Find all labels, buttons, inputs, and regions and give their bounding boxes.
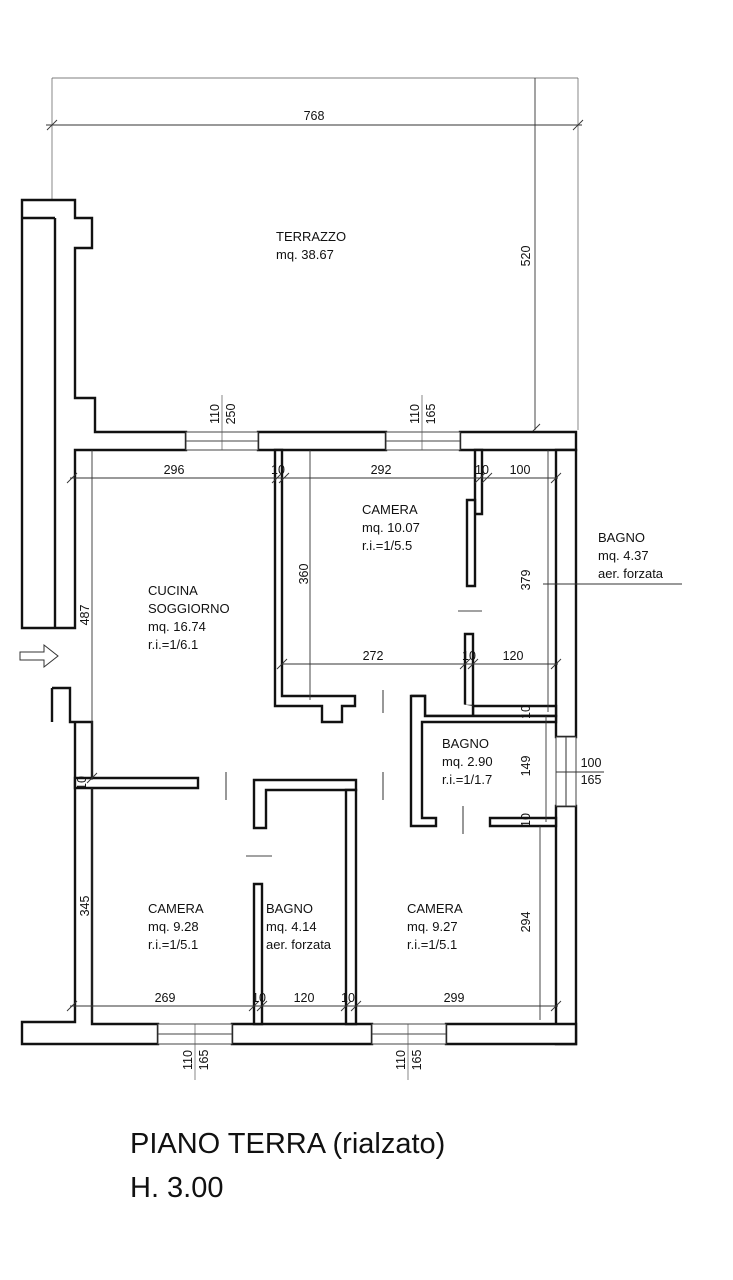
room-bagno-mid: BAGNO mq. 2.90 r.i.=1/1.7 xyxy=(442,736,493,787)
dim-10h: 10 xyxy=(75,776,89,790)
room-name: CAMERA xyxy=(407,901,463,916)
room-cucina-soggiorno: CUCINA SOGGIORNO mq. 16.74 r.i.=1/6.1 xyxy=(148,583,230,652)
dim-100b: 100 xyxy=(581,756,602,770)
dim-165a: 165 xyxy=(424,404,438,425)
room-camera-bottom-left: CAMERA mq. 9.28 r.i.=1/5.1 xyxy=(148,901,204,952)
room-camera-top: CAMERA mq. 10.07 r.i.=1/5.5 xyxy=(362,502,420,553)
dim-296: 296 xyxy=(164,463,185,477)
room-name: TERRAZZO xyxy=(276,229,346,244)
dim-294: 294 xyxy=(519,912,533,933)
room-area: mq. 38.67 xyxy=(276,247,334,262)
room-area: mq. 4.14 xyxy=(266,919,317,934)
room-name-2: SOGGIORNO xyxy=(148,601,230,616)
dim-269: 269 xyxy=(155,991,176,1005)
dim-120a: 120 xyxy=(503,649,524,663)
room-bagno-bottom: BAGNO mq. 4.14 aer. forzata xyxy=(266,901,332,952)
room-bagno-ext: BAGNO mq. 4.37 aer. forzata xyxy=(598,530,664,581)
plan-height: H. 3.00 xyxy=(130,1172,224,1204)
dim-110a: 110 xyxy=(208,404,222,424)
room-area: mq. 10.07 xyxy=(362,520,420,535)
room-ri: r.i.=1/6.1 xyxy=(148,637,198,652)
room-area: mq. 4.37 xyxy=(598,548,649,563)
room-area: mq. 9.28 xyxy=(148,919,199,934)
room-name: CUCINA xyxy=(148,583,198,598)
entrance-arrow-icon xyxy=(19,643,59,669)
dim-299: 299 xyxy=(444,991,465,1005)
dim-250: 250 xyxy=(224,404,238,425)
room-name: BAGNO xyxy=(266,901,313,916)
dim-487: 487 xyxy=(78,605,92,626)
room-area: mq. 9.27 xyxy=(407,919,458,934)
dim-10b: 10 xyxy=(475,463,489,477)
room-ri: r.i.=1/5.5 xyxy=(362,538,412,553)
dim-10e: 10 xyxy=(519,813,533,827)
room-ri: r.i.=1/1.7 xyxy=(442,772,492,787)
dim-110b: 110 xyxy=(408,404,422,424)
room-area: mq. 2.90 xyxy=(442,754,493,769)
room-area: mq. 16.74 xyxy=(148,619,206,634)
terrace-dimensions xyxy=(46,77,584,435)
door-marks xyxy=(225,610,482,857)
room-ri: r.i.=1/5.1 xyxy=(148,937,198,952)
room-note: aer. forzata xyxy=(598,566,664,581)
room-note: aer. forzata xyxy=(266,937,332,952)
dim-165c: 165 xyxy=(197,1050,211,1071)
dim-10f: 10 xyxy=(252,991,266,1005)
dim-379: 379 xyxy=(519,570,533,591)
dim-110c: 110 xyxy=(181,1050,195,1070)
dim-100a: 100 xyxy=(510,463,531,477)
exterior-walls xyxy=(20,198,578,1046)
dim-10a: 10 xyxy=(271,463,285,477)
dim-120b: 120 xyxy=(294,991,315,1005)
room-terrazzo: TERRAZZO mq. 38.67 xyxy=(276,229,346,262)
dim-292: 292 xyxy=(371,463,392,477)
dim-149: 149 xyxy=(519,756,533,777)
interior-walls xyxy=(73,448,558,1026)
room-name: CAMERA xyxy=(362,502,418,517)
dim-360: 360 xyxy=(297,564,311,585)
room-name: BAGNO xyxy=(598,530,645,545)
dim-10g: 10 xyxy=(341,991,355,1005)
room-name: CAMERA xyxy=(148,901,204,916)
dim-10d: 10 xyxy=(519,705,533,719)
dim-345: 345 xyxy=(78,896,92,917)
dim-110d: 110 xyxy=(394,1050,408,1070)
room-camera-bottom-right: CAMERA mq. 9.27 r.i.=1/5.1 xyxy=(407,901,463,952)
dim-10c: 10 xyxy=(462,649,476,663)
dim-165d: 165 xyxy=(410,1050,424,1071)
plan-title: PIANO TERRA (rialzato) xyxy=(130,1128,446,1160)
dim-768: 768 xyxy=(304,109,325,123)
dim-520: 520 xyxy=(519,246,533,267)
dim-165b: 165 xyxy=(581,773,602,787)
room-ri: r.i.=1/5.1 xyxy=(407,937,457,952)
dim-272: 272 xyxy=(363,649,384,663)
interior-dimensions xyxy=(66,395,682,1080)
room-name: BAGNO xyxy=(442,736,489,751)
